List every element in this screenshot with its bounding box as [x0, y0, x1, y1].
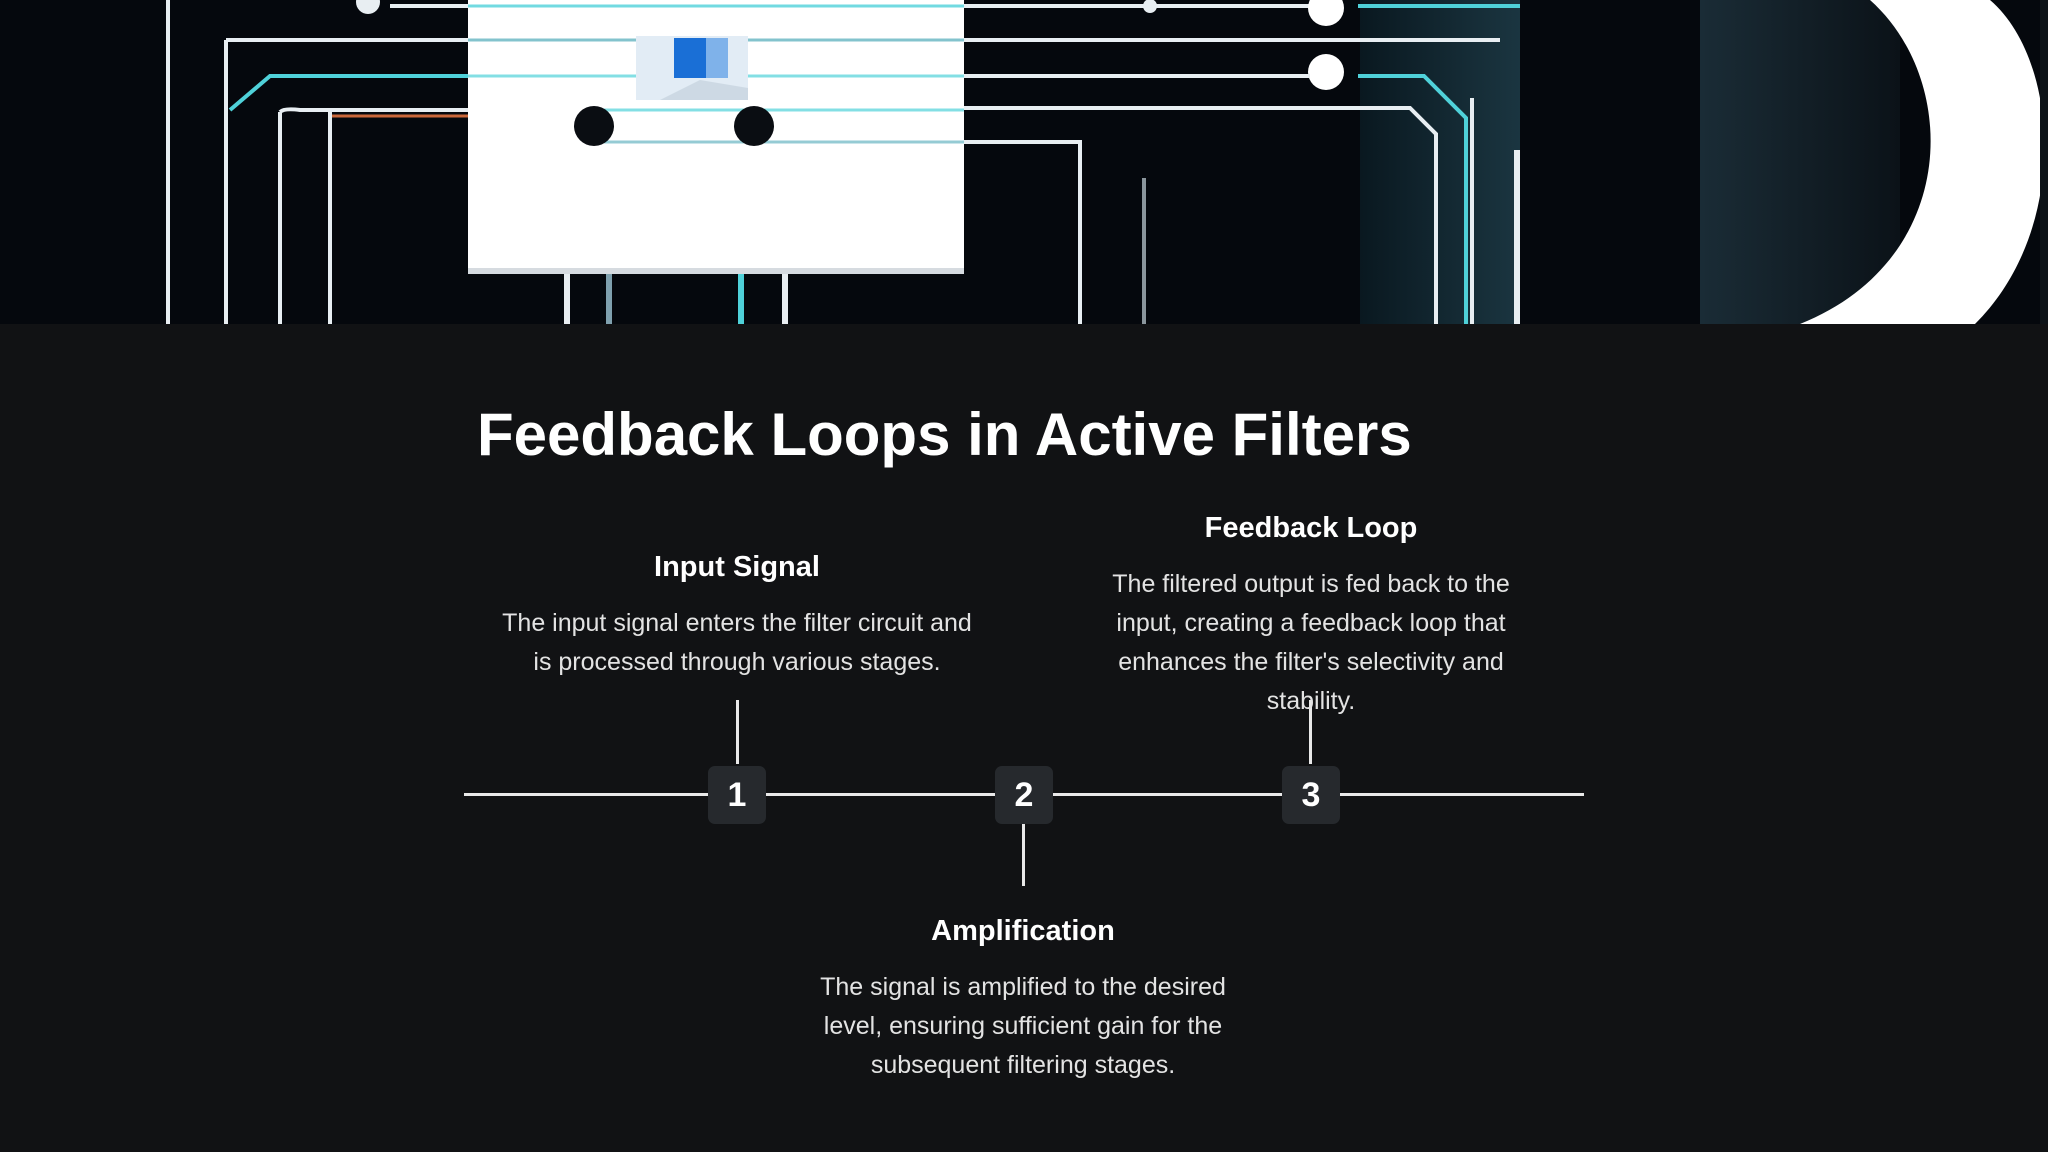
step-1-description: The input signal enters the filter circu… [502, 609, 972, 676]
step-1-connector [736, 700, 739, 764]
step-2-text: Amplification The signal is amplified to… [798, 915, 1248, 1085]
step-3-connector [1309, 700, 1312, 764]
page-title: Feedback Loops in Active Filters [477, 401, 1412, 468]
step-2-title: Amplification [931, 915, 1115, 947]
step-3-text: Feedback Loop The filtered output is fed… [1086, 512, 1536, 721]
step-1-number: 1 [708, 766, 766, 824]
step-1-title: Input Signal [654, 551, 820, 583]
hero-circuit-image [0, 0, 2048, 324]
step-2-connector [1022, 824, 1025, 886]
circuit-illustration [0, 0, 2048, 324]
step-3-number: 3 [1282, 766, 1340, 824]
step-3-description: The filtered output is fed back to the i… [1112, 570, 1510, 715]
step-1-text: Input Signal The input signal enters the… [502, 551, 972, 682]
step-2-description: The signal is amplified to the desired l… [820, 973, 1226, 1079]
step-2-number: 2 [995, 766, 1053, 824]
step-3-title: Feedback Loop [1204, 512, 1418, 544]
